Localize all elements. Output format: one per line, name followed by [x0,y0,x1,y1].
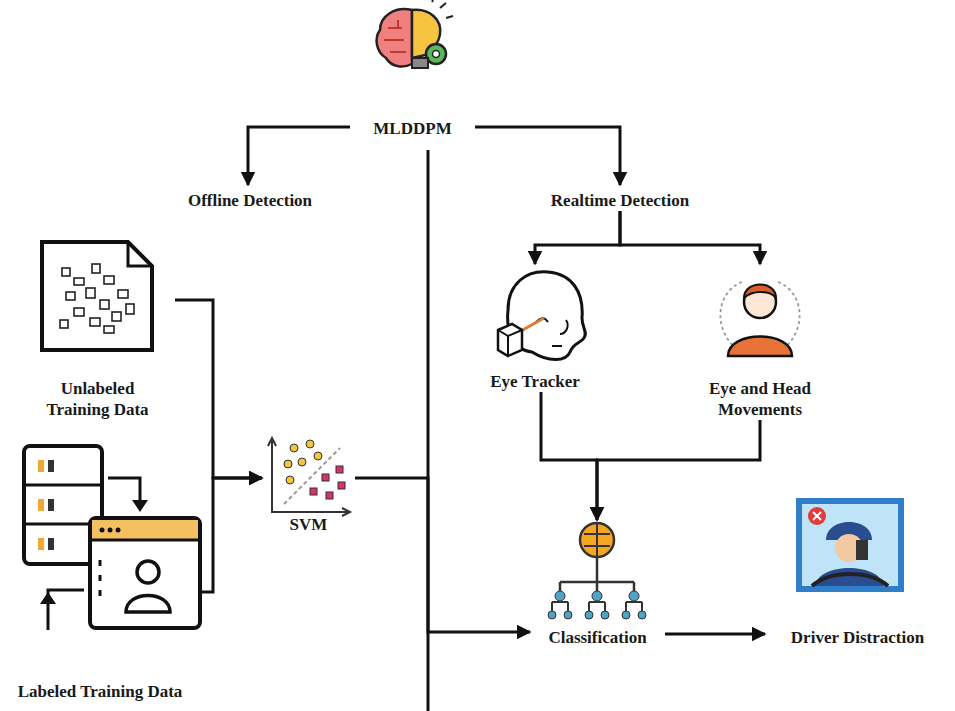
sensor-node: Eye and Head Movements [687,264,833,420]
flow-arrow [175,300,262,478]
flow-arrow [200,478,262,592]
node-label: Offline Detection [188,190,312,211]
flow-arrow [535,211,620,264]
driver-distraction-icon [796,498,904,592]
output-node: Driver Distraction [765,494,950,648]
root-node: MLDDPM [350,2,475,139]
branch-label: Offline Detection [160,185,340,211]
classification-icon [548,523,646,619]
document-icon [42,242,152,350]
node-label: Unlabeled Training Data [33,378,163,421]
node-label: Eye and Head Movements [690,378,830,421]
node-label: Driver Distraction [791,627,924,648]
eye-tracker-icon [498,272,585,360]
server-user-icon [24,446,200,630]
node-label: Classification [548,627,646,648]
flow-arrow [475,127,620,185]
node-label: MLDDPM [373,118,451,139]
data-node: Labeled Training Data [0,440,200,702]
flow-arrow [355,478,530,632]
sensor-node: Eye Tracker [470,264,600,392]
node-label: Eye Tracker [490,371,580,392]
branch-label: Realtime Detection [515,185,725,211]
node-label: Realtime Detection [551,190,689,211]
head-movement-icon [720,282,799,356]
node-label: Labeled Training Data [18,681,183,702]
flow-arrow [248,127,350,185]
flow-arrow [597,420,760,520]
brain-bulb-icon [377,0,453,68]
data-node: Unlabeled Training Data [20,238,175,420]
flow-arrow [620,211,760,264]
node-label: SVM [290,514,328,535]
classifier-node: Classification [530,520,665,648]
flow-arrow [541,392,597,520]
model-node: SVM [262,438,355,535]
flow-arrow [665,633,765,636]
svm-icon [268,438,350,516]
